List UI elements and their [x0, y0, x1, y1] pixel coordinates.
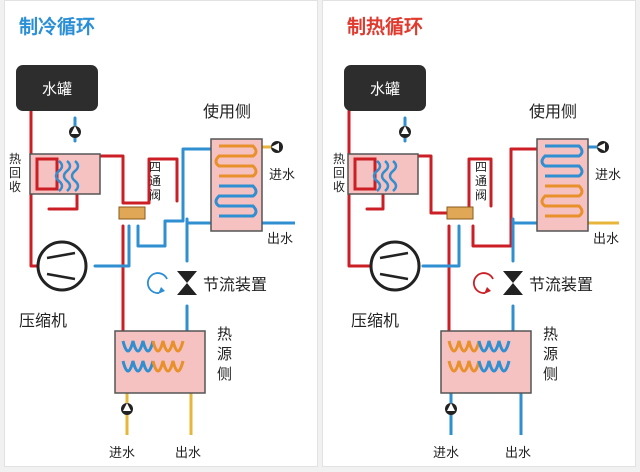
heat-source-label-1: 热 [217, 325, 232, 343]
compressor-label: 压缩机 [19, 311, 67, 330]
heating-cycle-diagram: 制热循环 水罐 热 回 收 四 通 阀 使用侧 [333, 15, 621, 461]
refrigerant-pipes [347, 109, 539, 333]
four-way-valve [118, 206, 146, 220]
throttle-valve-icon [177, 271, 197, 295]
heat-source-label-3: 侧 [543, 365, 558, 383]
cooling-cycle-panel: 制冷循环 水罐 热 回 收 四 通 阀 [4, 0, 318, 467]
refrigerant-pipes [29, 109, 213, 333]
throttle-label: 节流装置 [203, 275, 267, 294]
bottom-inlet-label: 进水 [109, 446, 135, 461]
throttle-label: 节流装置 [529, 275, 593, 294]
heat-source-label-1: 热 [543, 325, 558, 343]
tank-label: 水罐 [42, 80, 72, 98]
outlet-label: 出水 [267, 232, 293, 247]
four-way-valve-label-3: 阀 [475, 188, 487, 202]
bottom-inlet-label: 进水 [433, 446, 459, 461]
heating-cycle-panel: 制热循环 水罐 热 回 收 四 通 阀 使用侧 [322, 0, 636, 467]
water-tank: 水罐 [344, 65, 426, 111]
pump-icon [399, 126, 411, 138]
bottom-outlet-label: 出水 [505, 446, 531, 461]
user-side-label: 使用侧 [529, 102, 577, 121]
heat-recovery-label-2: 回 [9, 166, 21, 180]
tank-label: 水罐 [370, 80, 400, 98]
panel-title: 制热循环 [347, 15, 423, 38]
inlet-pump-icon [597, 141, 609, 153]
inlet-pump-icon [271, 141, 283, 153]
rotation-arrow-icon [473, 272, 494, 294]
throttle-valve-icon [503, 271, 523, 295]
bottom-pump-icon [121, 403, 133, 415]
user-side-exchanger [210, 138, 263, 232]
user-side-exchanger [536, 138, 589, 232]
heat-source-label-2: 源 [543, 345, 558, 363]
rotation-arrowhead-icon [484, 287, 491, 294]
bottom-outlet-label: 出水 [175, 446, 201, 461]
compressor-icon [36, 240, 88, 292]
rotation-arrowhead-icon [158, 287, 165, 294]
four-way-valve-label-1: 四 [475, 160, 487, 174]
outlet-label: 出水 [593, 232, 619, 247]
heat-recovery-exchanger [29, 153, 101, 195]
panel-title: 制冷循环 [19, 15, 95, 38]
heat-recovery-label-3: 收 [9, 180, 21, 194]
inlet-label: 进水 [595, 168, 621, 183]
bottom-pump-icon [445, 403, 457, 415]
pump-icon [69, 126, 81, 138]
heat-recovery-label-1: 热 [333, 152, 345, 166]
user-side-label: 使用侧 [203, 102, 251, 121]
four-way-valve [446, 206, 474, 220]
cooling-cycle-diagram: 制冷循环 水罐 热 回 收 四 通 阀 [9, 15, 295, 461]
four-way-valve-label-3: 阀 [149, 188, 161, 202]
four-way-valve-label-2: 通 [475, 174, 487, 188]
rotation-arrow-icon [147, 272, 168, 294]
four-way-valve-label-1: 四 [149, 160, 161, 174]
compressor-label: 压缩机 [351, 311, 399, 330]
heat-source-exchanger [114, 330, 206, 394]
compressor-icon [369, 240, 421, 292]
inlet-label: 进水 [269, 168, 295, 183]
water-tank: 水罐 [16, 65, 98, 111]
heat-source-label-2: 源 [217, 345, 232, 363]
heat-recovery-exchanger [347, 153, 419, 195]
four-way-valve-label-2: 通 [149, 174, 161, 188]
heat-recovery-label-2: 回 [333, 166, 345, 180]
heat-source-label-3: 侧 [217, 365, 232, 383]
heat-recovery-label-1: 热 [9, 152, 21, 166]
heat-source-exchanger [440, 330, 532, 394]
heat-recovery-label-3: 收 [333, 180, 345, 194]
